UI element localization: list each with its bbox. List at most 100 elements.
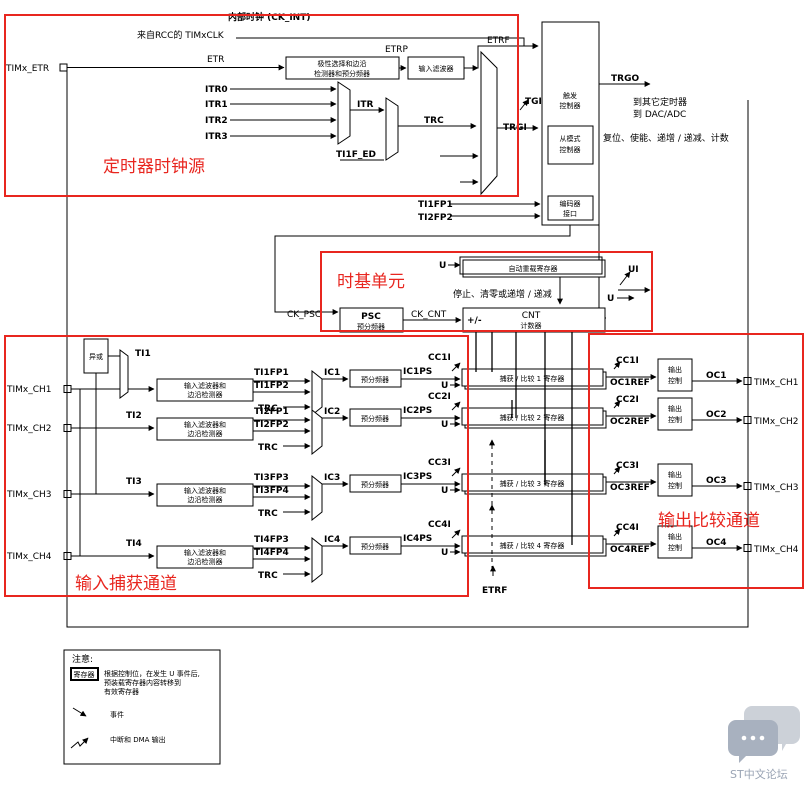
ch1-u-label: U — [441, 381, 448, 391]
ch2-filter-line2: 边沿检测器 — [188, 429, 223, 438]
outer-frame — [66, 70, 749, 628]
ti-bus — [79, 373, 97, 556]
ch1-fp-a-label: TI1FP1 — [254, 368, 289, 378]
etrf-line — [464, 43, 539, 69]
ch3-prescaler-label: 预分频器 — [361, 480, 389, 489]
xor-out — [108, 355, 121, 389]
ch4-oc-cci-label: CC4I — [616, 523, 639, 533]
ch2-output-ctrl-line1: 输出 — [668, 404, 682, 413]
ch3-cci-label: CC3I — [428, 458, 451, 468]
ck-cnt-label: CK_CNT — [411, 310, 447, 320]
ch1-prescaler-label: 预分频器 — [361, 375, 389, 384]
slave-modes-label: 复位、使能、递增 / 递减、计数 — [603, 132, 729, 144]
slave-controller — [547, 125, 594, 165]
ch1-pin-label: TIMx_CH1 — [6, 385, 52, 395]
ti1fp1-enc-label: TI1FP1 — [418, 200, 453, 210]
ch1-ic-label: IC1 — [324, 368, 340, 378]
ch3-out-label: TIMx_CH3 — [753, 483, 799, 493]
forum-logo-icon — [728, 706, 800, 763]
ch3-output-ctrl-line1: 输出 — [668, 470, 682, 479]
xor-block — [83, 338, 109, 374]
itr-mux — [337, 81, 351, 145]
xor-label: 异或 — [89, 352, 103, 361]
itr3-label: ITR3 — [205, 132, 228, 142]
ch2-pin-label: TIMx_CH2 — [6, 424, 52, 434]
itr0-label: ITR0 — [205, 85, 228, 95]
trgi-mux — [385, 97, 399, 161]
notes-desc-2: 预装载寄存器内容转移到 — [104, 678, 181, 687]
ch1-output-ctrl-line1: 输出 — [668, 365, 682, 374]
ch4-ti-label: TI4 — [126, 539, 142, 549]
trigger-ctrl-line1: 触发 — [563, 91, 577, 100]
ch1-ic-mux — [311, 369, 323, 417]
cnt-ctrl-label: 停止、清零或递增 / 递减 — [453, 288, 552, 300]
ch4-fp-a-label: TI4FP3 — [254, 535, 289, 545]
irq-arrow-icon — [70, 737, 89, 749]
notes-desc-1: 根据控制位，在发生 U 事件后, — [104, 669, 200, 678]
slave-ctrl-line2: 控制器 — [560, 145, 581, 154]
etrf-label: ETRF — [487, 36, 510, 46]
ck-int-label: 内部时钟 (CK_INT) — [228, 11, 310, 23]
polarity-line1: 极性选择和边沿 — [318, 59, 367, 68]
ch3-filter-line1: 输入滤波器和 — [184, 486, 226, 495]
ch2-ccr-register — [461, 407, 604, 426]
ck-psc-line — [274, 225, 571, 315]
ch2-oc-cci-label: CC2I — [616, 395, 639, 405]
ch3-ic-label: IC3 — [324, 473, 340, 483]
ch3-icps-label: IC3PS — [403, 472, 432, 482]
psc-label: PSC — [361, 312, 381, 322]
ch4-ccr-label: 捕获 / 比较 4 寄存器 — [500, 541, 565, 550]
ch1-out-label: TIMx_CH1 — [753, 378, 799, 388]
ch3-pin-label: TIMx_CH3 — [6, 490, 52, 500]
ch2-ccr-label: 捕获 / 比较 2 寄存器 — [500, 413, 565, 422]
ch3-trc-label: TRC — [258, 509, 278, 519]
ch1-fp-b-label: TI1FP2 — [254, 381, 289, 391]
ti1f-ed-label: TI1F_ED — [336, 150, 376, 160]
psc-block — [339, 307, 404, 333]
etr-pin[interactable] — [59, 63, 68, 72]
notes-title: 注意: — [72, 653, 93, 665]
trgo-to-1: 到其它定时器 — [633, 96, 687, 108]
ch4-u-label: U — [441, 548, 448, 558]
tgi-arrow — [519, 99, 529, 111]
ch3-oc-cci-arrow — [613, 466, 621, 475]
ck-psc-label: CK_PSC — [287, 310, 321, 320]
itr-inputs: ITR0 ITR1 ITR2 ITR3 — [205, 85, 337, 142]
trc-top-label: TRC — [424, 116, 444, 126]
ch1-filter-line1: 输入滤波器和 — [184, 381, 226, 390]
ch3-fp-a-label: TI3FP3 — [254, 473, 289, 483]
ch1-filter-line2: 边沿检测器 — [188, 390, 223, 399]
ch2-ti-label: TI2 — [126, 411, 142, 421]
input-capture-frame — [4, 335, 469, 597]
ch3-output-control — [657, 463, 693, 497]
etrp-label: ETRP — [385, 45, 408, 55]
encoder-line2: 接口 — [563, 209, 577, 218]
ch4-icps-label: IC4PS — [403, 534, 432, 544]
ch4-ic-mux — [311, 536, 323, 584]
ch1-oc-cci-arrow — [613, 361, 621, 370]
ch4-filter-line2: 边沿检测器 — [188, 557, 223, 566]
arr-label: 自动重载寄存器 — [509, 264, 558, 273]
ch4-cci-arrow — [451, 529, 461, 539]
ch3-ccr-register — [461, 473, 604, 492]
event-arrow-icon — [72, 707, 87, 717]
ch1-ocref-label: OC1REF — [610, 378, 650, 388]
ch3-u-label: U — [441, 486, 448, 496]
ch1-trc-label: TRC — [258, 404, 278, 414]
notes-irq: 中断和 DMA 输出 — [110, 735, 166, 744]
ch2-cci-arrow — [451, 401, 461, 411]
trgi-label: TRGI — [503, 123, 527, 133]
trigger-controller — [541, 21, 600, 226]
ch1-output-control — [657, 358, 693, 392]
ch2-fp-b-label: TI2FP2 — [254, 420, 289, 430]
ch1-ccr-label: 捕获 / 比较 1 寄存器 — [500, 374, 565, 383]
watermark-label: ST中文论坛 — [730, 767, 788, 781]
ch3-ti-label: TI3 — [126, 477, 142, 487]
ch3-cci-arrow — [451, 467, 461, 477]
ch4-fp-b-label: TI4FP4 — [254, 548, 289, 558]
ch3-fp-b-label: TI3FP4 — [254, 486, 289, 496]
ch4-output-ctrl-line1: 输出 — [668, 532, 682, 541]
ch4-ccr-register — [461, 535, 604, 554]
rcc-label: 来自RCC的 TIMxCLK — [137, 29, 225, 41]
slave-ctrl-line1: 从模式 — [560, 134, 581, 143]
